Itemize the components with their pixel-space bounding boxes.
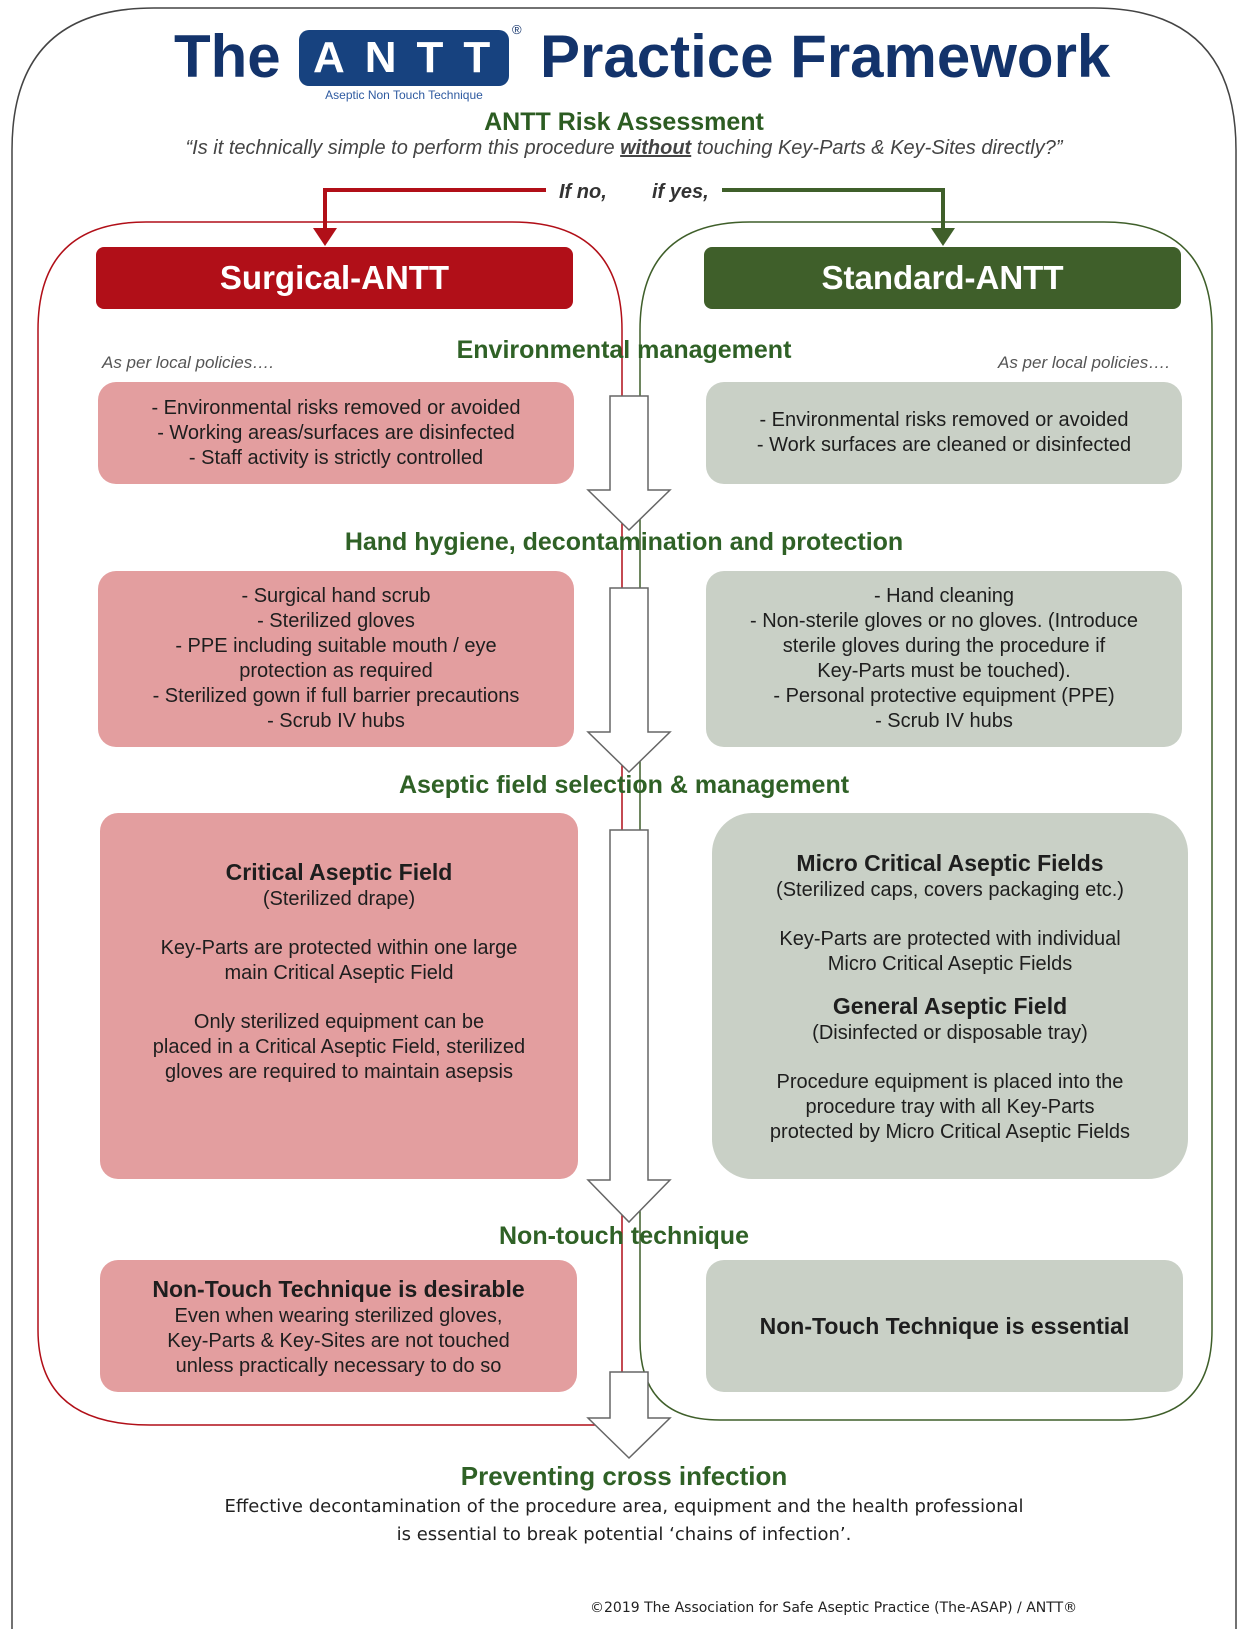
text-line: unless practically necessary to do so bbox=[175, 1354, 502, 1377]
preventing-cross-infection-title: Preventing cross infection bbox=[460, 1461, 788, 1491]
copyright-notice: ©2019 The Association for Safe Aseptic P… bbox=[590, 1600, 1078, 1616]
general-aseptic-field-heading: General Aseptic Field bbox=[832, 992, 1068, 1019]
text-line: Key-Parts are protected within one large bbox=[160, 937, 518, 959]
text-line: - Work surfaces are cleaned or disinfect… bbox=[756, 434, 1132, 456]
policy-note-left: As per local policies…. bbox=[102, 353, 274, 372]
text-line: gloves are required to maintain asepsis bbox=[165, 1061, 513, 1083]
standard-hand-box: - Hand cleaning - Non-sterile gloves or … bbox=[706, 571, 1182, 747]
text-line: - Staff activity is strictly controlled bbox=[188, 446, 484, 469]
text-line: (Sterilized drape) bbox=[262, 888, 416, 910]
section-title-environmental: Environmental management bbox=[456, 336, 792, 364]
text-line: - Personal protective equipment (PPE) bbox=[773, 685, 1115, 707]
section-title-hand-hygiene: Hand hygiene, decontamination and protec… bbox=[344, 528, 904, 556]
text-line: - Working areas/surfaces are disinfected bbox=[157, 421, 515, 444]
non-touch-desirable-heading: Non-Touch Technique is desirable bbox=[152, 1275, 525, 1302]
text-line: - Scrub IV hubs bbox=[875, 710, 1013, 732]
text-line: - Non-sterile gloves or no gloves. (Intr… bbox=[750, 610, 1138, 632]
spacer bbox=[724, 903, 1176, 927]
standard-field-box: Micro Critical Aseptic Fields (Sterilize… bbox=[712, 813, 1188, 1179]
risk-question-pre: “Is it technically simple to perform thi… bbox=[185, 137, 621, 159]
section-title-aseptic-field: Aseptic field selection & management bbox=[398, 771, 850, 799]
text-line: main Critical Aseptic Field bbox=[224, 962, 454, 984]
risk-question-emphasis: without bbox=[620, 137, 692, 159]
text-line: Only sterilized equipment can be bbox=[193, 1011, 485, 1033]
text-line: Key-Parts are protected with individual bbox=[779, 927, 1121, 950]
text-line: protected by Micro Critical Aseptic Fiel… bbox=[769, 1120, 1131, 1143]
spacer bbox=[112, 986, 566, 1010]
risk-assessment-title: ANTT Risk Assessment bbox=[484, 108, 764, 136]
text-line: - Sterilized gown if full barrier precau… bbox=[152, 685, 520, 707]
text-line: - Scrub IV hubs bbox=[267, 710, 405, 732]
standard-antt-header: Standard-ANTT bbox=[704, 247, 1181, 309]
text-line: Even when wearing sterilized gloves, bbox=[174, 1304, 503, 1327]
spacer bbox=[112, 912, 566, 936]
spacer bbox=[724, 977, 1176, 991]
policy-note-right: As per local policies…. bbox=[998, 353, 1170, 372]
text-line: Procedure equipment is placed into the bbox=[776, 1070, 1124, 1093]
down-arrow-hand bbox=[586, 587, 672, 774]
text-line: Key-Parts must be touched). bbox=[817, 660, 1071, 682]
down-arrow-touch bbox=[586, 1371, 672, 1460]
text-line: protection as required bbox=[239, 660, 433, 682]
section-title-non-touch: Non-touch technique bbox=[499, 1222, 749, 1250]
spacer bbox=[724, 1046, 1176, 1070]
if-no-arrowhead bbox=[313, 228, 337, 246]
text-line: - Environmental risks removed or avoided bbox=[759, 409, 1129, 431]
footer-text-line-2: is essential to break potential ‘chains … bbox=[396, 1524, 852, 1545]
surgical-hand-box: - Surgical hand scrub - Sterilized glove… bbox=[98, 571, 574, 747]
micro-critical-aseptic-fields-heading: Micro Critical Aseptic Fields bbox=[796, 849, 1104, 876]
text-line: - Surgical hand scrub bbox=[241, 585, 431, 607]
text-line: - Sterilized gloves bbox=[257, 610, 415, 632]
text-line: (Sterilized caps, covers packaging etc.) bbox=[776, 878, 1124, 901]
standard-environment-box: - Environmental risks removed or avoided… bbox=[706, 382, 1182, 484]
registered-mark: ® bbox=[512, 22, 522, 37]
standard-touch-box: Non-Touch Technique is essential bbox=[706, 1260, 1183, 1392]
text-line: sterile gloves during the procedure if bbox=[782, 635, 1106, 657]
down-arrow-environment bbox=[586, 395, 672, 532]
surgical-field-box: Critical Aseptic Field (Sterilized drape… bbox=[100, 813, 578, 1179]
text-line: - PPE including suitable mouth / eye bbox=[175, 635, 497, 657]
antt-logo: ANTT bbox=[299, 30, 509, 86]
surgical-frame bbox=[37, 221, 623, 1426]
surgical-touch-box: Non-Touch Technique is desirable Even wh… bbox=[100, 1260, 577, 1392]
if-no-label: If no, bbox=[559, 181, 607, 203]
surgical-environment-box: - Environmental risks removed or avoided… bbox=[98, 382, 574, 484]
text-line: - Hand cleaning bbox=[873, 585, 1015, 607]
if-no-connector bbox=[323, 188, 546, 236]
critical-aseptic-field-heading: Critical Aseptic Field bbox=[225, 859, 453, 885]
text-line: (Disinfected or disposable tray) bbox=[812, 1021, 1088, 1044]
outer-frame bbox=[11, 7, 1237, 1629]
title-practice-framework: Practice Framework bbox=[540, 23, 1111, 90]
title-the: The bbox=[174, 23, 281, 90]
non-touch-essential-heading: Non-Touch Technique is essential bbox=[759, 1313, 1130, 1339]
text-line: - Environmental risks removed or avoided bbox=[151, 396, 521, 419]
risk-question-post: touching Key-Parts & Key-Sites directly?… bbox=[691, 137, 1063, 159]
footer-text-line-1: Effective decontamination of the procedu… bbox=[224, 1496, 1024, 1517]
text-line: Micro Critical Aseptic Fields bbox=[827, 952, 1073, 975]
down-arrow-field bbox=[586, 829, 672, 1224]
risk-question: “Is it technically simple to perform thi… bbox=[0, 137, 1248, 160]
text-line: procedure tray with all Key-Parts bbox=[805, 1095, 1095, 1118]
if-yes-arrowhead bbox=[931, 228, 955, 246]
logo-subtitle: Aseptic Non Touch Technique bbox=[325, 88, 483, 102]
if-yes-connector bbox=[722, 188, 945, 236]
standard-frame bbox=[639, 221, 1213, 1421]
text-line: placed in a Critical Aseptic Field, ster… bbox=[152, 1036, 526, 1058]
text-line: Key-Parts & Key-Sites are not touched bbox=[167, 1329, 510, 1352]
surgical-antt-header: Surgical-ANTT bbox=[96, 247, 573, 309]
if-yes-label: if yes, bbox=[652, 181, 709, 203]
